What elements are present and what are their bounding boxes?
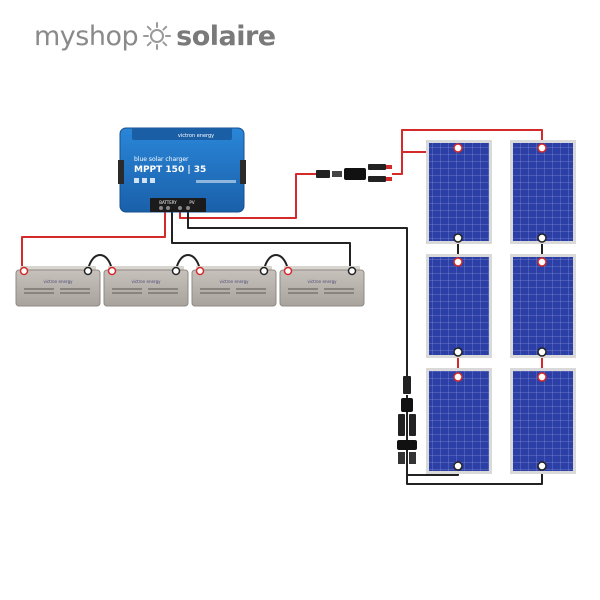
- controller-pv-label: PV: [189, 200, 194, 205]
- solar-panel-1: [426, 140, 492, 244]
- solar-panel-4: [510, 254, 576, 358]
- solar-panel-6: [510, 368, 576, 474]
- sun-icon: [143, 22, 172, 50]
- battery-4: victron energy: [279, 266, 365, 307]
- battery-3: victron energy: [191, 266, 277, 307]
- pv-positive-array-wire: [392, 129, 543, 175]
- battery-brand: victron energy: [44, 279, 74, 284]
- pv-negative-wire: [187, 210, 408, 378]
- solar-panel-5: [426, 368, 492, 474]
- controller-brand: victron energy: [178, 133, 214, 139]
- battery-positive-wire: [21, 210, 166, 272]
- charge-controller: victron energy blue solar charger MPPT 1…: [118, 127, 246, 213]
- mc4-connector-top: [316, 164, 392, 182]
- pv-negative-array-wire: [406, 395, 543, 485]
- battery-jumper-3: [263, 254, 289, 271]
- pv-positive-wire: [179, 173, 318, 219]
- battery-brand: victron energy: [308, 279, 338, 284]
- controller-battery-label: BATTERY: [159, 200, 177, 205]
- logo-text-myshop: myshop: [34, 20, 139, 52]
- battery-2: victron energy: [103, 266, 189, 307]
- battery-jumper-2: [175, 254, 201, 271]
- solar-panel-3: [426, 254, 492, 358]
- controller-model: MPPT 150 | 35: [134, 165, 206, 175]
- mc4-connector-bottom: [397, 376, 417, 464]
- brand-logo: myshop solaire: [34, 14, 276, 58]
- battery-1: victron energy: [15, 266, 101, 307]
- battery-negative-wire: [171, 210, 351, 272]
- battery-brand: victron energy: [220, 279, 250, 284]
- battery-brand: victron energy: [132, 279, 162, 284]
- logo-text-solaire: solaire: [176, 20, 276, 52]
- solar-panel-2: [510, 140, 576, 244]
- battery-jumper-1: [87, 254, 113, 271]
- controller-subtitle: blue solar charger: [134, 156, 189, 163]
